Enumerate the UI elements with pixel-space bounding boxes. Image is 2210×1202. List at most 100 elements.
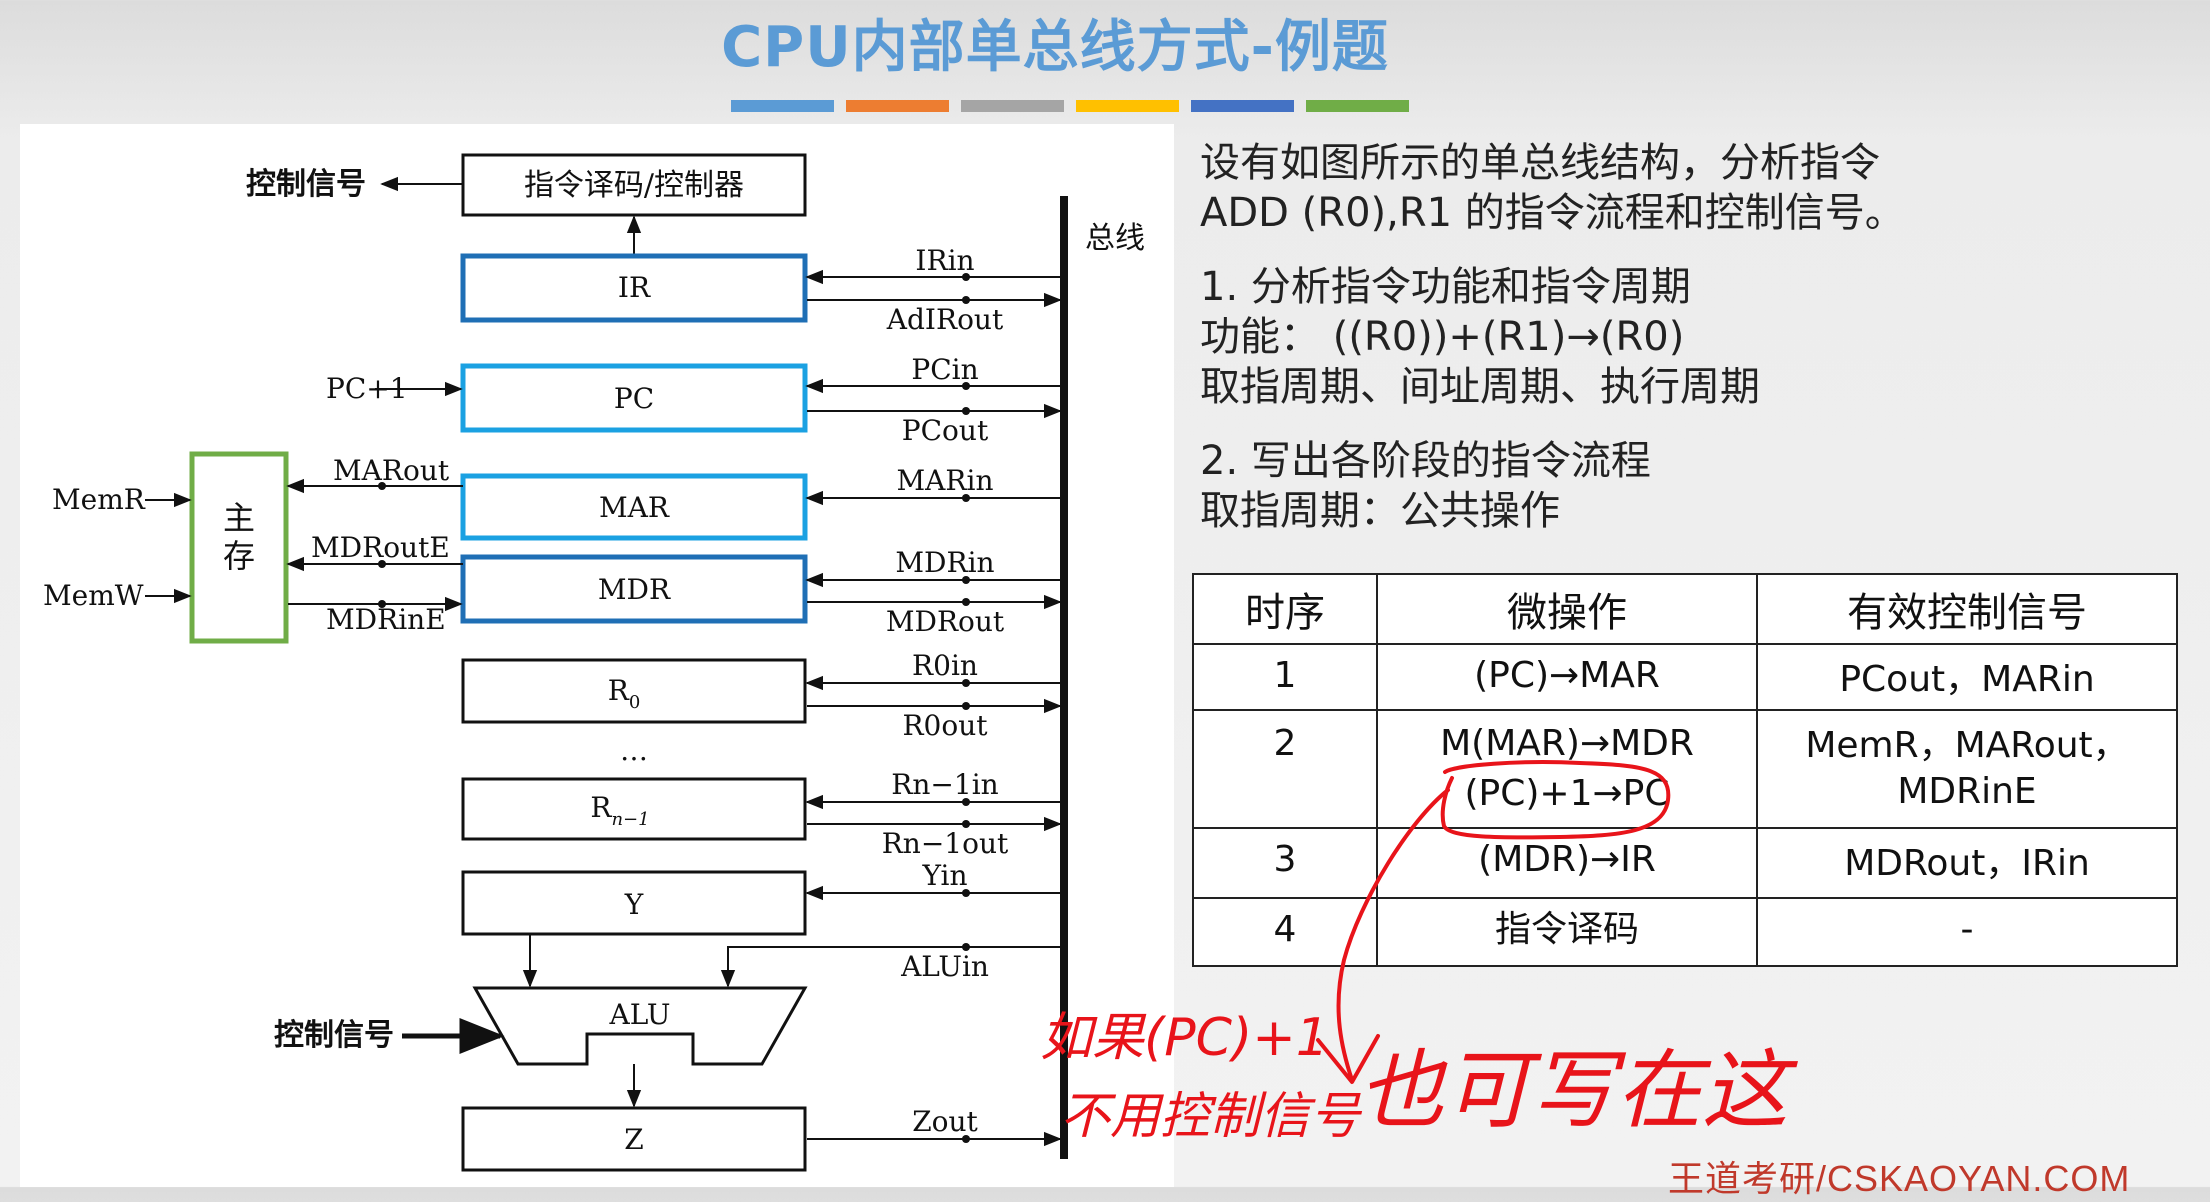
- table-header-row: 时序 微操作 有效控制信号: [1192, 573, 2178, 645]
- accent-segment: [1191, 100, 1294, 112]
- junction-dot: [378, 600, 386, 608]
- row3-signals: MDRout，IRin: [1756, 827, 2178, 899]
- mdr-label: MDR: [598, 573, 671, 606]
- accent-segment: [846, 100, 949, 112]
- row2-ops: M(MAR)→MDR (PC)+1→PC: [1376, 709, 1758, 829]
- main-memory-box: [189, 451, 289, 644]
- cpu-bus-diagram: 总线 控制信号 指令译码/控制器 IR PC MAR MDR R0 … Rn−1…: [43, 153, 1145, 1172]
- rn1in-label: Rn−1in: [891, 768, 998, 801]
- junction-dot: [962, 382, 970, 390]
- aluin-label: ALUin: [900, 950, 989, 983]
- row3-seq: 3: [1192, 827, 1378, 899]
- junction-dot: [962, 889, 970, 897]
- footer-watermark: 王道考研/CSKAOYAN.COM: [1668, 1158, 2131, 1199]
- junction-dot: [962, 679, 970, 687]
- memory-label-line1: 主: [223, 499, 255, 537]
- r0-label: R0: [608, 674, 641, 713]
- aluin-arrow: [720, 946, 1064, 988]
- alu-label: ALU: [609, 998, 671, 1031]
- mar-label: MAR: [599, 491, 670, 524]
- junction-dot: [962, 702, 970, 710]
- row2-signals: MemR，MARout， MDRinE: [1756, 709, 2178, 829]
- junction-dot: [962, 273, 970, 281]
- cycles-line: 取指周期、间址周期、执行周期: [1200, 364, 1760, 410]
- pcout-label: PCout: [902, 414, 989, 447]
- step1-title: 1. 分析指令功能和指令周期: [1200, 264, 1691, 310]
- bus-label: 总线: [1085, 221, 1145, 256]
- table-row: 2 M(MAR)→MDR (PC)+1→PC MemR，MARout， MDRi…: [1192, 709, 2178, 829]
- mdrout-label: MDRout: [886, 605, 1005, 638]
- zout-label: Zout: [912, 1105, 978, 1138]
- decoder-label: 指令译码/控制器: [524, 168, 744, 203]
- junction-dot: [962, 494, 970, 502]
- junction-dot: [378, 482, 386, 490]
- row4-seq: 4: [1192, 897, 1378, 967]
- ir-label: IR: [618, 271, 651, 304]
- ir-box: [460, 253, 808, 323]
- mdr-box: [460, 554, 808, 624]
- junction-dot: [962, 1135, 970, 1143]
- function-line: 功能： ((R0))+(R1)→(R0): [1200, 314, 1685, 360]
- marout-label: MARout: [333, 454, 450, 487]
- control-signal-alu-label: 控制信号: [274, 1018, 394, 1053]
- rn1out-label: Rn−1out: [882, 827, 1009, 860]
- handwritten-note-right: 也可写在这: [1358, 1041, 1798, 1141]
- control-signal-top-label: 控制信号: [246, 167, 366, 202]
- accent-segment: [961, 100, 1064, 112]
- memory-label-line2: 存: [223, 537, 255, 575]
- desc-line2: ADD (R0),R1 的指令流程和控制信号。: [1200, 190, 1905, 236]
- r0-box: [461, 658, 807, 724]
- mar-box: [460, 473, 808, 541]
- junction-dot: [962, 820, 970, 828]
- handwritten-arrowhead: [1316, 1034, 1380, 1084]
- table-row: 3 (MDR)→IR MDRout，IRin: [1192, 827, 2178, 899]
- junction-dot: [962, 943, 970, 951]
- accent-segment: [1076, 100, 1179, 112]
- row1-seq: 1: [1192, 643, 1378, 711]
- yin-label: Yin: [922, 859, 968, 892]
- junction-dot: [962, 296, 970, 304]
- accent-segment: [731, 100, 834, 112]
- problem-description: 设有如图所示的单总线结构，分析指令 ADD (R0),R1 的指令流程和控制信号…: [1200, 138, 2160, 536]
- table-row: 4 指令译码 -: [1192, 897, 2178, 967]
- fetch-line: 取指周期：公共操作: [1200, 488, 1560, 534]
- cpu-bus-diagram-panel: 总线 控制信号 指令译码/控制器 IR PC MAR MDR R0 … Rn−1…: [20, 124, 1174, 1187]
- row4-signals: -: [1756, 897, 2178, 967]
- z-box: [461, 1106, 807, 1172]
- pcin-label: PCin: [911, 353, 978, 386]
- title-accent-bar: [731, 100, 1409, 112]
- rn-box: [461, 777, 807, 841]
- irin-label: IRin: [915, 244, 974, 277]
- z-label: Z: [624, 1123, 643, 1156]
- r0in-label: R0in: [912, 649, 978, 682]
- junction-dot: [962, 576, 970, 584]
- adirout-label: AdIRout: [886, 303, 1004, 336]
- header-signals: 有效控制信号: [1756, 573, 2178, 645]
- header-ops: 微操作: [1376, 573, 1758, 645]
- junction-dot: [962, 798, 970, 806]
- junction-dot: [378, 560, 386, 568]
- table-row: 1 (PC)→MAR PCout，MARin: [1192, 643, 2178, 711]
- r0out-label: R0out: [902, 709, 988, 742]
- mdroute-label: MDRoutE: [311, 531, 450, 564]
- junction-dot: [962, 407, 970, 415]
- mdrine-label: MDRinE: [326, 603, 446, 636]
- junction-dot: [962, 598, 970, 606]
- step2-title: 2. 写出各阶段的指令流程: [1200, 438, 1651, 484]
- row1-signals: PCout，MARin: [1756, 643, 2178, 711]
- micro-op-table: 时序 微操作 有效控制信号 1 (PC)→MAR PCout，MARin 2 M…: [1192, 573, 2178, 967]
- page-title: CPU内部单总线方式-例题: [721, 15, 1389, 80]
- marin-label: MARin: [897, 464, 994, 497]
- desc-line1: 设有如图所示的单总线结构，分析指令: [1200, 140, 1880, 186]
- memw-label: MemW: [43, 579, 144, 612]
- y-label: Y: [624, 888, 644, 921]
- row4-ops: 指令译码: [1376, 897, 1758, 967]
- y-box: [461, 870, 807, 936]
- mdrin-label: MDRin: [895, 546, 994, 579]
- pc-box: [460, 363, 808, 433]
- pc-label: PC: [614, 382, 654, 415]
- accent-segment: [1306, 100, 1409, 112]
- memr-label: MemR: [52, 483, 146, 516]
- row3-ops: (MDR)→IR: [1376, 827, 1758, 899]
- row1-ops: (PC)→MAR: [1376, 643, 1758, 711]
